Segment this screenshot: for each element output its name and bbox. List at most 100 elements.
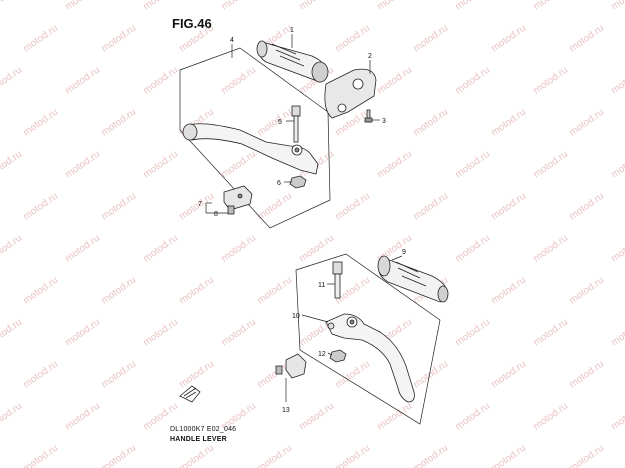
watermark-text: motod.ru (21, 23, 60, 55)
watermark-text: motod.ru (567, 107, 606, 139)
callout-8: 8 (214, 211, 218, 218)
watermark-text: motod.ru (609, 65, 625, 97)
watermark-text: motod.ru (411, 443, 450, 468)
watermark-text: motod.ru (609, 0, 625, 12)
watermark-text: motod.ru (333, 443, 372, 468)
watermark-text: motod.ru (567, 191, 606, 223)
watermark-text: motod.ru (0, 233, 24, 265)
figure-code: DL1000K7 E02_046 (170, 426, 237, 433)
watermark-text: motod.ru (21, 443, 60, 468)
watermark-text: motod.ru (255, 443, 294, 468)
watermark-text: motod.ru (63, 233, 102, 265)
watermark-text: motod.ru (141, 233, 180, 265)
switch-7 (223, 185, 253, 211)
watermark-text: motod.ru (0, 65, 24, 97)
watermark-text: motod.ru (453, 65, 492, 97)
watermark-text: motod.ru (141, 149, 180, 181)
callout-9: 9 (402, 249, 406, 256)
grip-1 (256, 40, 329, 83)
watermark-text: motod.ru (531, 65, 570, 97)
watermark-text: motod.ru (297, 233, 336, 265)
watermark-text: motod.ru (99, 23, 138, 55)
watermark-text: motod.ru (453, 401, 492, 433)
housing-2 (324, 68, 377, 119)
watermark-text: motod.ru (567, 443, 606, 468)
watermark-text: motod.ru (177, 191, 216, 223)
watermark-text: motod.ru (567, 359, 606, 391)
watermark-text: motod.ru (567, 275, 606, 307)
watermark-text: motod.ru (609, 401, 625, 433)
lower-assembly-frame (295, 253, 441, 425)
callout-13: 13 (282, 407, 290, 414)
nut-12 (329, 349, 347, 363)
callout-3: 3 (382, 118, 386, 125)
watermark-text: motod.ru (21, 191, 60, 223)
callout-11: 11 (318, 282, 325, 289)
watermark-text: motod.ru (0, 401, 24, 433)
callout-numbers: 1 2 3 4 5 6 7 8 9 10 11 12 13 (198, 27, 406, 414)
watermark-text: motod.ru (219, 0, 258, 12)
watermark-text: motod.ru (531, 233, 570, 265)
watermark-text: motod.ru (99, 275, 138, 307)
watermark-text: motod.ru (63, 317, 102, 349)
watermark-text: motod.ru (411, 23, 450, 55)
watermark-text: motod.ru (21, 275, 60, 307)
watermark-text: motod.ru (177, 359, 216, 391)
nut-6 (289, 175, 307, 189)
watermark-text: motod.ru (63, 149, 102, 181)
watermark-text: motod.ru (99, 443, 138, 468)
watermark-text: motod.ru (453, 233, 492, 265)
watermark-text: motod.ru (99, 191, 138, 223)
screw-8 (227, 205, 235, 215)
watermark-text: motod.ru (531, 317, 570, 349)
watermark-text: motod.ru (219, 65, 258, 97)
front-direction-arrow-icon (179, 385, 201, 403)
watermark-text: motod.ru (177, 443, 216, 468)
watermark-text: motod.ru (63, 0, 102, 12)
watermark-text: motod.ru (609, 149, 625, 181)
watermark-text: motod.ru (297, 0, 336, 12)
watermark-text: motod.ru (0, 317, 24, 349)
watermark-text: motod.ru (531, 0, 570, 12)
watermark-text: motod.ru (489, 23, 528, 55)
grip-9 (377, 255, 449, 303)
watermark-text: motod.ru (411, 107, 450, 139)
watermark-text: motod.ru (333, 23, 372, 55)
watermark-text: motod.ru (141, 65, 180, 97)
bolt-11 (332, 261, 343, 299)
callout-7: 7 (198, 201, 202, 208)
watermark-text: motod.ru (453, 0, 492, 12)
watermark-text: motod.ru (453, 149, 492, 181)
callout-10: 10 (292, 313, 300, 320)
watermark-text: motod.ru (0, 149, 24, 181)
watermark-text: motod.ru (609, 233, 625, 265)
clutch-lever-10 (325, 313, 415, 403)
watermark-text: motod.ru (99, 107, 138, 139)
watermark-text: motod.ru (255, 191, 294, 223)
watermark-text: motod.ru (99, 359, 138, 391)
watermark-text: motod.ru (219, 233, 258, 265)
callout-5: 5 (278, 119, 282, 126)
front-brake-lever-4 (182, 123, 319, 175)
callout-1: 1 (290, 27, 294, 34)
watermark-text: motod.ru (489, 191, 528, 223)
watermark-text: motod.ru (453, 317, 492, 349)
callout-6: 6 (277, 180, 281, 187)
figure-title: FIG.46 (172, 16, 212, 31)
callout-4: 4 (230, 37, 234, 44)
watermark-text: motod.ru (177, 275, 216, 307)
watermark-text: motod.ru (297, 401, 336, 433)
figure-name: HANDLE LEVER (170, 436, 227, 443)
watermark-text: motod.ru (489, 275, 528, 307)
upper-assembly-frame (179, 47, 331, 229)
leader-lines (205, 34, 403, 402)
callout-2: 2 (368, 53, 372, 60)
watermark-text: motod.ru (411, 191, 450, 223)
watermark-text: motod.ru (609, 317, 625, 349)
watermark-text: motod.ru (531, 401, 570, 433)
watermark-text: motod.ru (489, 359, 528, 391)
watermark-text: motod.ru (63, 65, 102, 97)
watermark-text: motod.ru (255, 275, 294, 307)
